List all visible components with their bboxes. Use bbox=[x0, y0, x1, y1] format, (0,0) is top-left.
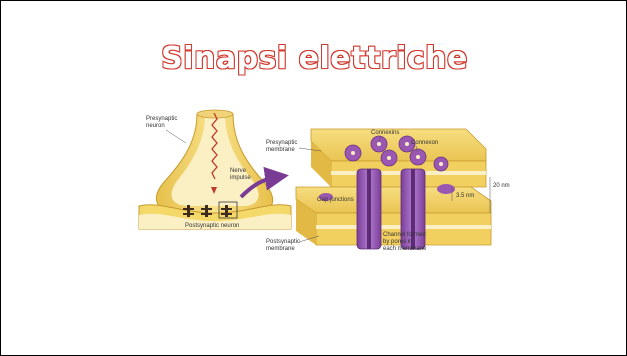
label-postsynaptic-neuron: Postsynaptic neuron bbox=[185, 223, 239, 229]
label-nerve-impulse-1: Nerve bbox=[230, 168, 247, 174]
label-presynaptic-neuron-1: Presynaptic bbox=[146, 116, 177, 122]
label-channel-1: Channel formed bbox=[383, 232, 426, 238]
label-nerve-impulse-2: impulse bbox=[230, 175, 251, 181]
label-postsynaptic-membrane-1: Postsynaptic bbox=[266, 239, 300, 245]
label-gap-junctions: Gap junctions bbox=[317, 197, 354, 203]
label-presynaptic-membrane-2: membrane bbox=[266, 147, 295, 153]
label-channel-2: by pores in bbox=[383, 239, 412, 245]
label-connexins: Connexins bbox=[371, 130, 399, 136]
label-width-3-5: 3.5 nm bbox=[456, 193, 474, 199]
label-channel-3: each membrane bbox=[383, 246, 427, 252]
presynaptic-bouton bbox=[156, 110, 272, 213]
label-postsynaptic-membrane-2: membrane bbox=[266, 246, 295, 252]
label-width-20: 20 nm bbox=[493, 183, 510, 189]
label-presynaptic-neuron-2: neuron bbox=[146, 123, 165, 129]
label-presynaptic-membrane-1: Presynaptic bbox=[266, 140, 297, 146]
membrane-close-up bbox=[296, 129, 491, 245]
label-connexon: Connexon bbox=[411, 140, 438, 146]
